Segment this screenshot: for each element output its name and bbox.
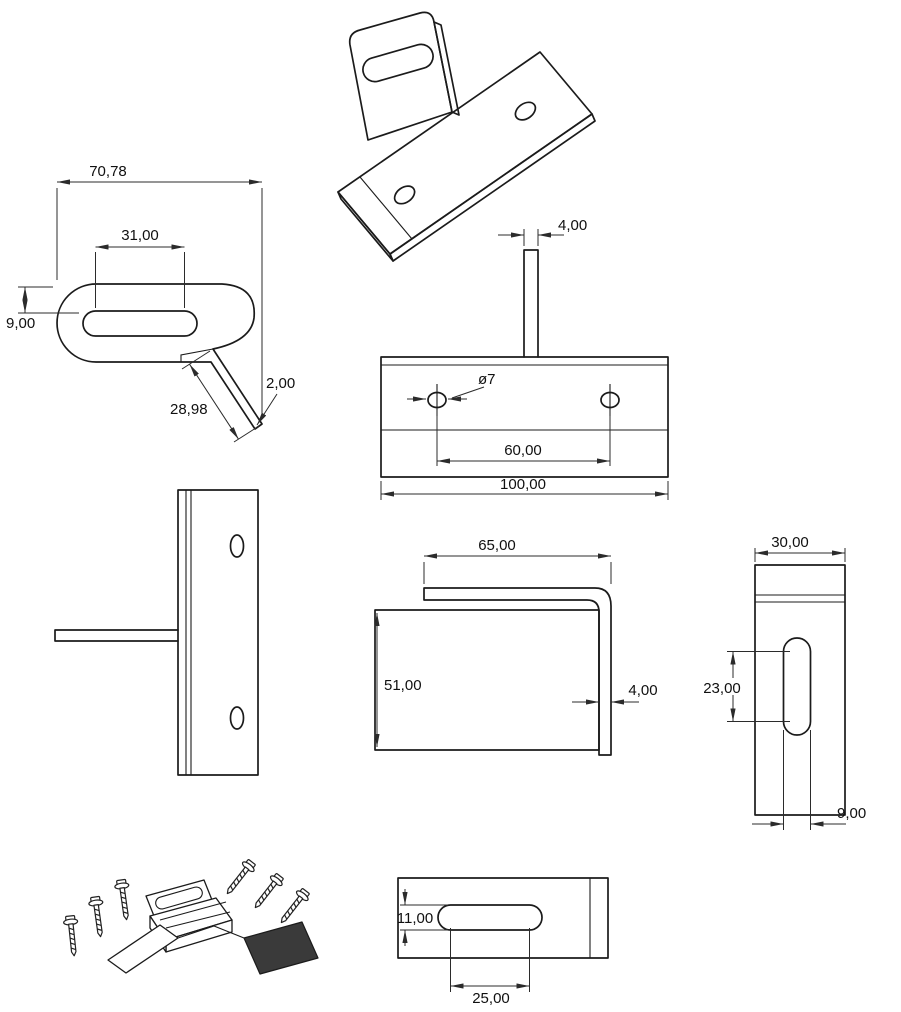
screw-icon (113, 878, 135, 922)
elevation-hole-bottom (229, 706, 245, 730)
dimension-front-tab-thickness: 4,00 (498, 217, 587, 246)
tab-face-part (754, 564, 846, 816)
dimension-l-thickness: 4,00 (572, 682, 658, 705)
screw-icon (62, 914, 82, 958)
dimension-side-slot-length: 31,00 (95, 227, 185, 308)
dimension-front-overall-width: 100,00 (380, 476, 669, 500)
dimension-l-flange-length: 65,00 (423, 537, 612, 584)
dimension-front-hole-diameter: ø7 (407, 371, 496, 402)
base-plan-slot (437, 904, 543, 931)
dim-label-4-00-right: 4,00 (628, 682, 657, 699)
iso-hole-right (514, 101, 537, 121)
dim-label-60-00: 60,00 (504, 442, 542, 459)
iso-hole-left (393, 185, 416, 205)
assembly-seam-line (177, 925, 245, 939)
dim-label-2-00: 2,00 (266, 375, 295, 392)
front-view: 4,00 ø7 60,00 100,00 (380, 217, 669, 500)
dim-label-100-00: 100,00 (500, 476, 546, 493)
side-profile-slot (82, 310, 198, 337)
dim-label-d7: ø7 (478, 371, 496, 388)
l-profile-view: 65,00 51,00 4,00 (374, 537, 658, 756)
screw-icon (221, 857, 259, 899)
dimension-tab-slot-width: 9,00 (752, 730, 866, 830)
dimension-plan-slot-width: 11,00 (397, 889, 448, 946)
side-profile-part (56, 283, 263, 430)
assembly-clamp-ribs (159, 901, 231, 929)
dimension-tab-width: 30,00 (754, 534, 846, 562)
iso-plate-edge-front (389, 113, 596, 262)
base-plan-part (397, 877, 609, 959)
base-plan-view: 11,00 25,00 (397, 877, 609, 1007)
assembly-dark-plate (243, 921, 319, 975)
iso-tab-thickness (433, 21, 460, 116)
dim-label-51-00: 51,00 (384, 677, 422, 694)
elevation-tab (54, 629, 179, 642)
dimension-side-thickness: 2,00 (256, 375, 295, 426)
side-elevation-view (54, 489, 259, 776)
screw-icon (249, 871, 287, 913)
dim-label-9-00: 9,00 (6, 315, 35, 332)
isometric-view (337, 11, 596, 262)
dim-label-31-00: 31,00 (121, 227, 159, 244)
l-profile-part (374, 587, 612, 756)
dim-label-65-00: 65,00 (478, 537, 516, 554)
iso-tab-slot (362, 43, 434, 83)
dim-label-23-00: 23,00 (703, 680, 741, 697)
dimension-plan-slot-spacing: 25,00 (450, 928, 530, 1007)
dimension-tab-slot-length: 23,00 (703, 651, 790, 722)
dimension-side-edge-offset: 9,00 (6, 286, 79, 332)
dim-label-70-78: 70,78 (89, 163, 127, 180)
dimension-side-overall-width: 70,78 (56, 163, 263, 418)
dimension-side-flange-length: 28,98 (170, 350, 260, 443)
dim-label-30-00: 30,00 (771, 534, 809, 551)
dim-label-11-00: 11,00 (397, 910, 433, 927)
screw-icon (87, 895, 109, 939)
iso-plate-edge-left (337, 191, 394, 262)
assembly-tab-slot (155, 886, 203, 910)
dimension-l-height: 51,00 (374, 613, 422, 747)
dim-label-4-00-top: 4,00 (558, 217, 587, 234)
dim-label-25-00: 25,00 (472, 990, 510, 1007)
tab-face-slot (782, 637, 812, 736)
iso-fold-line (359, 176, 413, 240)
tab-face-view: 30,00 23,00 9,00 (703, 534, 866, 830)
iso-tab (348, 11, 453, 141)
dim-label-9-00-right: 9,00 (837, 805, 866, 822)
dimension-front-hole-spacing: 60,00 (436, 410, 611, 466)
side-profile-view: 70,78 31,00 9,00 28,98 2,00 (6, 163, 295, 443)
assembly-isometric-view (62, 857, 319, 975)
screw-icon (275, 886, 313, 928)
elevation-hole-top (229, 534, 245, 558)
dim-label-28-98: 28,98 (170, 401, 208, 418)
